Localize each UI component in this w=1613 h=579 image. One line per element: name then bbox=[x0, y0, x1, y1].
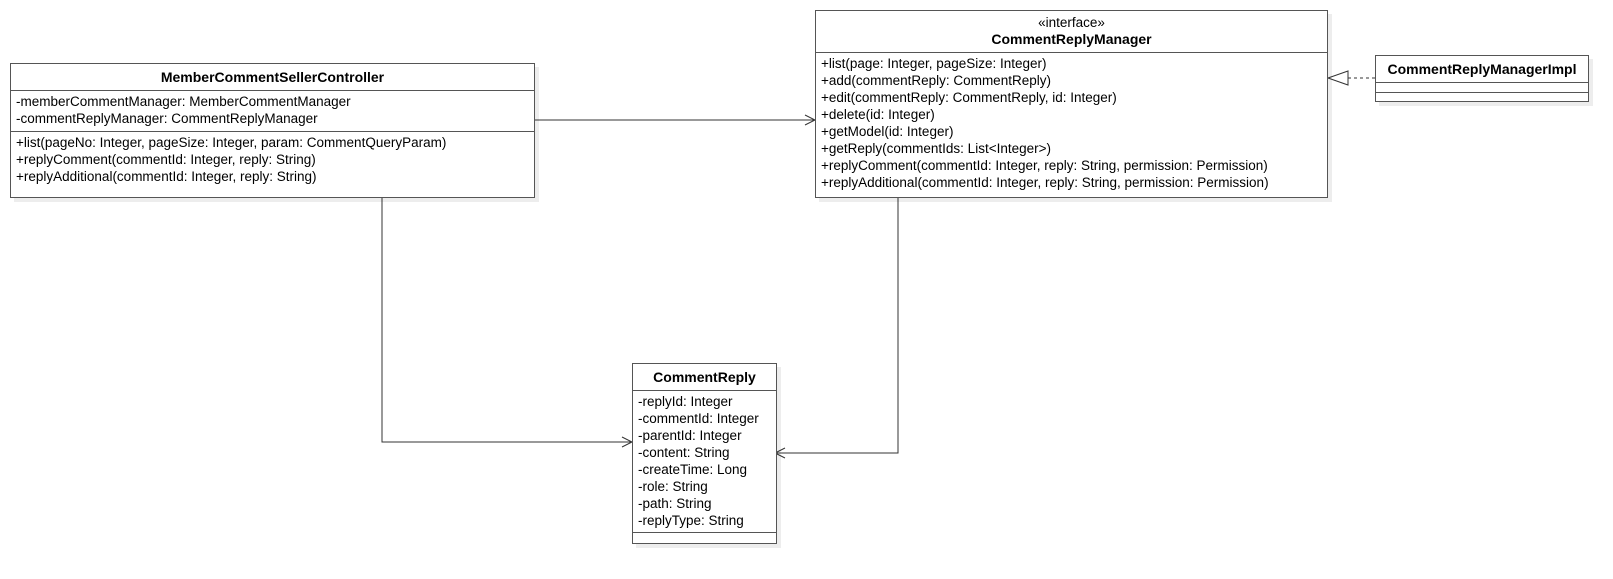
class-name: CommentReply bbox=[633, 364, 776, 391]
attribute: -role: String bbox=[638, 479, 708, 494]
operation: +replyAdditional(commentId: Integer, rep… bbox=[16, 169, 317, 184]
association-manager-to-reply bbox=[773, 197, 899, 459]
operation: +replyComment(commentId: Integer, reply:… bbox=[821, 158, 1268, 173]
operation: +replyComment(commentId: Integer, reply:… bbox=[16, 152, 316, 167]
stereotype-label: «interface» bbox=[1038, 15, 1105, 30]
class-comment-reply[interactable]: CommentReply -replyId: Integer -commentI… bbox=[632, 363, 777, 544]
attribute: -createTime: Long bbox=[638, 462, 748, 477]
interface-comment-reply-manager[interactable]: «interface» CommentReplyManager +list(pa… bbox=[815, 10, 1328, 198]
interface-header: «interface» CommentReplyManager bbox=[816, 11, 1327, 53]
attributes-section: -replyId: Integer -commentId: Integer -p… bbox=[633, 391, 776, 533]
operation: +list(pageNo: Integer, pageSize: Integer… bbox=[16, 135, 447, 150]
attribute: -commentReplyManager: CommentReplyManage… bbox=[16, 111, 318, 126]
attributes-section bbox=[1376, 83, 1588, 93]
operations-section: +list(page: Integer, pageSize: Integer) … bbox=[816, 53, 1327, 193]
class-member-comment-seller-controller[interactable]: MemberCommentSellerController -memberCom… bbox=[10, 63, 535, 198]
attribute: -replyId: Integer bbox=[638, 394, 733, 409]
attribute: -memberCommentManager: MemberCommentMana… bbox=[16, 94, 351, 109]
operations-section bbox=[1376, 93, 1588, 101]
operation: +replyAdditional(commentId: Integer, rep… bbox=[821, 175, 1269, 190]
attribute: -commentId: Integer bbox=[638, 411, 759, 426]
class-comment-reply-manager-impl[interactable]: CommentReplyManagerImpl bbox=[1375, 55, 1589, 102]
attribute: -content: String bbox=[638, 445, 730, 460]
realization-impl-to-manager bbox=[1326, 70, 1375, 86]
operation: +add(commentReply: CommentReply) bbox=[821, 73, 1051, 88]
attribute: -replyType: String bbox=[638, 513, 744, 528]
class-name: CommentReplyManagerImpl bbox=[1376, 56, 1588, 83]
attribute: -path: String bbox=[638, 496, 712, 511]
association-controller-to-manager bbox=[534, 114, 817, 126]
class-name: MemberCommentSellerController bbox=[11, 64, 534, 91]
operation: +delete(id: Integer) bbox=[821, 107, 935, 122]
association-controller-to-reply bbox=[381, 197, 634, 448]
operation: +getReply(commentIds: List<Integer>) bbox=[821, 141, 1051, 156]
attributes-section: -memberCommentManager: MemberCommentMana… bbox=[11, 91, 534, 132]
operations-section bbox=[633, 533, 776, 543]
operations-section: +list(pageNo: Integer, pageSize: Integer… bbox=[11, 132, 534, 187]
attribute: -parentId: Integer bbox=[638, 428, 742, 443]
operation: +edit(commentReply: CommentReply, id: In… bbox=[821, 90, 1117, 105]
operation: +getModel(id: Integer) bbox=[821, 124, 954, 139]
operation: +list(page: Integer, pageSize: Integer) bbox=[821, 56, 1047, 71]
class-name: CommentReplyManager bbox=[991, 31, 1152, 47]
